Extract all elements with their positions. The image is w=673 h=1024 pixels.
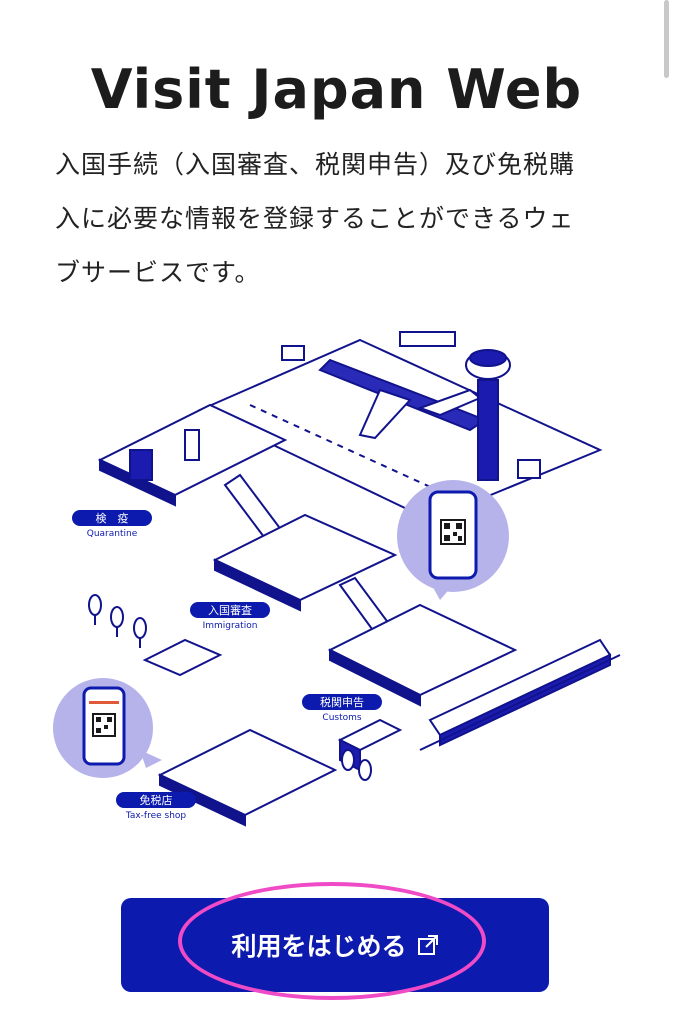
scrollbar[interactable] bbox=[664, 0, 669, 78]
label-quarantine-jp: 検 疫 bbox=[96, 511, 129, 525]
immigration-floor bbox=[212, 513, 398, 602]
label-immigration-en: Immigration bbox=[203, 621, 258, 631]
qr-code-icon bbox=[440, 519, 466, 545]
label-immigration: 入国審査 Immigration bbox=[190, 602, 270, 631]
label-immigration-jp: 入国審査 bbox=[208, 603, 252, 617]
label-taxfree-jp: 免税店 bbox=[140, 793, 173, 807]
label-taxfree: 免税店 Tax-free shop bbox=[116, 792, 196, 821]
label-customs: 税関申告 Customs bbox=[302, 694, 382, 723]
intro-line-2: 入に必要な情報を登録することができるウェ bbox=[55, 204, 575, 233]
start-button[interactable]: 利用をはじめる bbox=[121, 898, 549, 992]
qr-code-icon bbox=[92, 713, 116, 737]
airplane bbox=[318, 358, 488, 440]
train bbox=[419, 638, 621, 751]
customs-floor bbox=[327, 603, 518, 697]
label-taxfree-en: Tax-free shop bbox=[125, 811, 187, 821]
label-customs-jp: 税関申告 bbox=[320, 695, 364, 709]
label-customs-en: Customs bbox=[322, 713, 361, 723]
label-quarantine: 検 疫 Quarantine bbox=[72, 510, 152, 539]
intro-line-1: 入国手続（入国審査、税関申告）及び免税購 bbox=[55, 150, 576, 179]
page-title: Visit Japan Web bbox=[90, 58, 583, 122]
control-tower bbox=[465, 349, 511, 481]
phone-bubble-taxfree bbox=[53, 678, 162, 778]
phone-bubble-customs bbox=[397, 480, 509, 600]
intro-line-3: ブサービスです。 bbox=[55, 258, 261, 287]
airport-illustration: 検 疫 Quarantine 入国審査 Immigration 税関申告 Cus… bbox=[53, 331, 621, 827]
external-link-icon bbox=[417, 935, 438, 955]
start-button-label: 利用をはじめる bbox=[231, 932, 407, 961]
trees bbox=[88, 594, 372, 781]
label-quarantine-en: Quarantine bbox=[87, 529, 138, 539]
intro-text: 入国手続（入国審査、税関申告）及び免税購 入に必要な情報を登録することができるウ… bbox=[55, 138, 615, 300]
